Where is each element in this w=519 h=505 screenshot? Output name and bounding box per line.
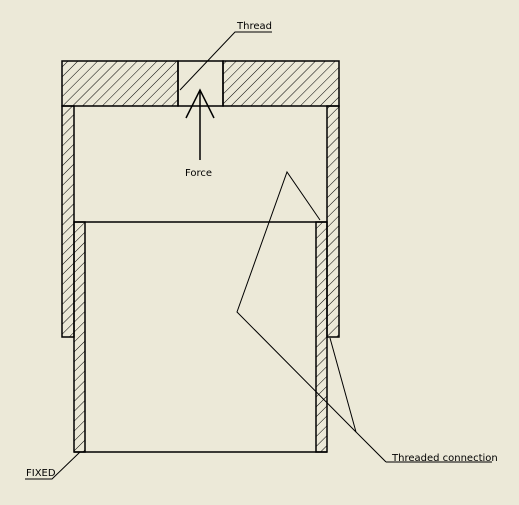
outer-sleeve-right-wall — [326, 105, 340, 338]
fixed-label: FIXED — [26, 468, 56, 479]
thread-label: Thread — [236, 21, 272, 32]
inner-cylinder-left-wall — [73, 221, 86, 453]
inner-cylinder — [73, 221, 328, 453]
top-cap-right-section — [222, 60, 340, 107]
fixed-leader-line — [25, 451, 81, 480]
top-cap — [61, 60, 340, 107]
threaded-connection-leader — [236, 170, 492, 463]
threaded-connection-label: Threaded connection — [391, 453, 498, 464]
force-label: Force — [185, 168, 212, 179]
thread-leader-line — [179, 31, 272, 91]
force-arrow — [185, 88, 215, 160]
inner-cylinder-right-wall — [315, 221, 328, 453]
outer-sleeve — [61, 105, 340, 338]
top-cap-left-section — [61, 60, 179, 107]
outer-sleeve-left-wall — [61, 105, 75, 338]
